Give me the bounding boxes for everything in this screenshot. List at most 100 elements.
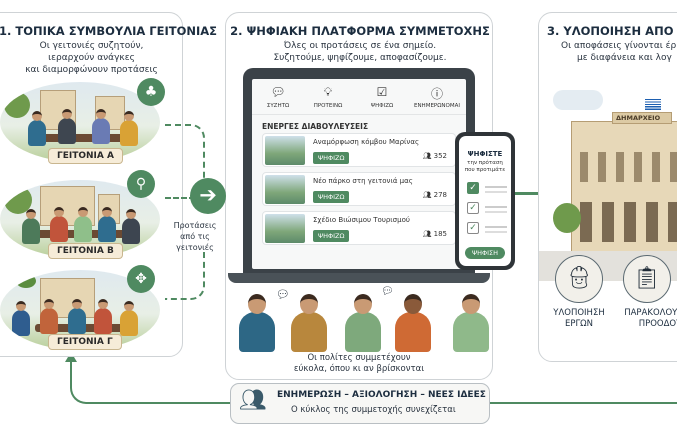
submit-vote-button[interactable]: ΨΗΦΙΣΗ (465, 247, 505, 259)
people-icon: 👥︎ (422, 230, 434, 238)
bicycle-icon: ⚲ (127, 170, 155, 198)
building-sign: ΔΗΜΑΡΧΕΙΟ (616, 114, 661, 122)
dashed-connector (165, 197, 195, 199)
consultation-title: Αναμόρφωση κόμβου Μαρίνας (313, 138, 420, 146)
nav-label: ΣΥΖΗΤΩ (266, 103, 290, 109)
count-value: 278 (433, 191, 447, 199)
panel-implementation: 3. ΥΛΟΠΟΙΗΣΗ ΑΠΟ Τ Οι αποφάσεις γίνονται… (538, 12, 677, 362)
vote-button[interactable]: ΨΗΦΙΖΩ (313, 152, 350, 164)
item-label-line: ΕΡΓΩΝ (564, 319, 594, 329)
phone-text-line: που προτιμάτε (464, 167, 506, 173)
consultation-card[interactable]: Σχέδιο Βιώσιμου Τουρισμού ΨΗΦΙΖΩ 👥︎ 185 (262, 211, 456, 245)
phone: ΨΗΦΙΣΤΕ την πρόταση που προτιμάτε ✓ ✓ ✓ … (455, 132, 515, 270)
speech-bubble-icon: 💬︎ (381, 286, 394, 297)
cycle-title: ΕΝΗΜΕΡΩΣΗ – ΑΞΙΟΛΟΓΗΣΗ – ΝΕΕΣ ΙΔΕΕΣ (277, 390, 486, 400)
nav-discuss[interactable]: 💬︎ ΣΥΖΗΤΩ (258, 85, 298, 109)
town-hall-building: ΔΗΜΑΡΧΕΙΟ (571, 112, 677, 253)
people-icon: 👥︎ (422, 152, 434, 160)
clipboard-icon: 📋︎ (623, 255, 671, 303)
nav-label: ΨΗΦΙΖΩ (370, 103, 394, 109)
participants-count: 👥︎ 278 (423, 191, 448, 199)
connector-label-line: από τις (180, 232, 210, 241)
subtitle-line: και διαμορφώνουν προτάσεις (25, 65, 158, 75)
connector-label-line: Προτάσεις (173, 221, 217, 230)
arrow-to-implementation (515, 192, 545, 195)
count-value: 185 (433, 230, 447, 238)
connector-label-line: γειτονιές (176, 243, 214, 252)
panel3-subtitle: Οι αποφάσεις γίνονται έρ με διαφάνεια κα… (561, 40, 676, 64)
greek-flag-icon (645, 99, 661, 110)
neighborhood-scene (0, 82, 160, 162)
option-checkbox[interactable]: ✓ (467, 222, 479, 234)
lightbulb-icon: 💡︎ (323, 85, 333, 99)
item-label: ΠΑΡΑΚΟΛΟΥΘΗΣ ΠΡΟΟΔΟΥ (615, 308, 677, 330)
worker-icon: 👷︎ (555, 255, 603, 303)
nav-label: ΕΝΗΜΕΡΩΝΟΜΑΙ (413, 103, 461, 109)
caption-line: εύκολα, όπου κι αν βρίσκονται (293, 364, 425, 374)
park-bench-icon: ♣ (137, 78, 165, 106)
panel1-title: 1. ΤΟΠΙΚΑ ΣΥΜΒΟΥΛΙΑ ΓΕΙΤΟΝΙΑΣ (0, 24, 218, 38)
count-value: 352 (433, 152, 447, 160)
cycle-box: 👥︎ ΕΝΗΜΕΡΩΣΗ – ΑΞΙΟΛΟΓΗΣΗ – ΝΕΕΣ ΙΔΕΕΣ Ο… (230, 383, 490, 424)
tree (553, 203, 581, 233)
consultation-card[interactable]: Αναμόρφωση κόμβου Μαρίνας ΨΗΦΙΖΩ 👥︎ 352 (262, 133, 456, 167)
neighborhood-label: ΓΕΙΤΟΝΙΑ Β (48, 243, 123, 259)
item-label-line: ΠΡΟΟΔΟΥ (638, 319, 677, 329)
subtitle-line: Οι αποφάσεις γίνονται έρ (561, 41, 677, 51)
caption-line: Οι πολίτες συμμετέχουν (307, 353, 411, 363)
nav-propose[interactable]: 💡︎ ΠΡΟΤΕΙΝΩ (308, 85, 348, 109)
vote-button[interactable]: ΨΗΦΙΖΩ (313, 230, 350, 242)
consultation-title: Σχέδιο Βιώσιμου Τουρισμού (313, 216, 410, 224)
participants-count: 👥︎ 352 (423, 152, 448, 160)
subtitle-line: ιεραρχούν ανάγκες (48, 53, 135, 63)
subtitle-line: Οι γειτονιές συζητούν, (39, 41, 144, 51)
cycle-subtitle: Ο κύκλος της συμμετοχής συνεχίζεται (291, 405, 456, 415)
consultation-thumbnail (265, 214, 305, 243)
phone-text: την πρόταση που προτιμάτε (459, 160, 511, 174)
cloud (553, 90, 603, 110)
dashed-connector (165, 252, 205, 300)
consultation-card[interactable]: Νέο πάρκο στη γειτονιά μας ΨΗΦΙΖΩ 👥︎ 278 (262, 172, 456, 206)
panel3-title: 3. ΥΛΟΠΟΙΗΣΗ ΑΠΟ Τ (547, 24, 677, 38)
nav-vote[interactable]: ☑ ΨΗΦΙΖΩ (362, 85, 402, 109)
consultation-title: Νέο πάρκο στη γειτονιά μας (313, 177, 413, 185)
laptop-base (228, 273, 490, 283)
item-label-line: ΥΛΟΠΟΙΗΣΗ (553, 308, 605, 318)
panel1-subtitle: Οι γειτονιές συζητούν, ιεραρχούν ανάγκες… (0, 40, 184, 76)
puzzle-icon: ✥ (127, 265, 155, 293)
phone-text-line: την πρόταση (467, 160, 503, 166)
nav-label: ΠΡΟΤΕΙΝΩ (313, 103, 343, 109)
chat-icon: 💬︎ (270, 85, 286, 99)
citizens-illustration: 💬︎ 💬︎ (235, 286, 495, 352)
checkbox-icon: ☑ (376, 85, 388, 99)
item-label: ΥΛΟΠΟΙΗΣΗ ΕΡΓΩΝ (543, 308, 615, 330)
people-icon: 👥︎ (422, 191, 434, 199)
section-title: ΕΝΕΡΓΕΣ ΔΙΑΒΟΥΛΕΥΣΕΙΣ (262, 122, 369, 131)
neighborhood-label: ΓΕΙΤΟΝΙΑ Α (48, 148, 123, 164)
community-icon: 👥︎ (239, 388, 267, 413)
option-checkbox[interactable]: ✓ (467, 202, 479, 214)
option-checkbox-checked[interactable]: ✓ (467, 182, 479, 194)
connector-label: Προτάσεις από τις γειτονιές (166, 220, 224, 253)
subtitle-line: Συζητούμε, ψηφίζουμε, αποφασίζουμε. (273, 53, 447, 63)
panel2-title: 2. ΨΗΦΙΑΚΗ ΠΛΑΤΦΟΡΜΑ ΣΥΜΜΕΤΟΧΗΣ (230, 24, 490, 38)
speech-bubble-icon: 💬︎ (276, 288, 290, 301)
citizens-caption: Οι πολίτες συμμετέχουν εύκολα, όπου κι α… (225, 353, 493, 375)
panel2-subtitle: Όλες οι προτάσεις σε ένα σημείο. Συζητού… (226, 40, 494, 64)
info-icon: ⓘ (430, 87, 443, 101)
phone-title: ΨΗΦΙΣΤΕ (467, 150, 503, 158)
arrow-right-icon: ➔ (190, 178, 226, 214)
neighborhood-label: ΓΕΙΤΟΝΙΑ Γ (48, 334, 122, 350)
vote-button[interactable]: ΨΗΦΙΖΩ (313, 191, 350, 203)
subtitle-line: με διαφάνεια και λογ (577, 53, 672, 63)
subtitle-line: Όλες οι προτάσεις σε ένα σημείο. (283, 41, 437, 51)
consultation-thumbnail (265, 136, 305, 165)
consultation-thumbnail (265, 175, 305, 204)
participants-count: 👥︎ 185 (423, 230, 448, 238)
cycle-arrowhead-icon (65, 352, 77, 362)
dashed-connector (165, 124, 205, 179)
